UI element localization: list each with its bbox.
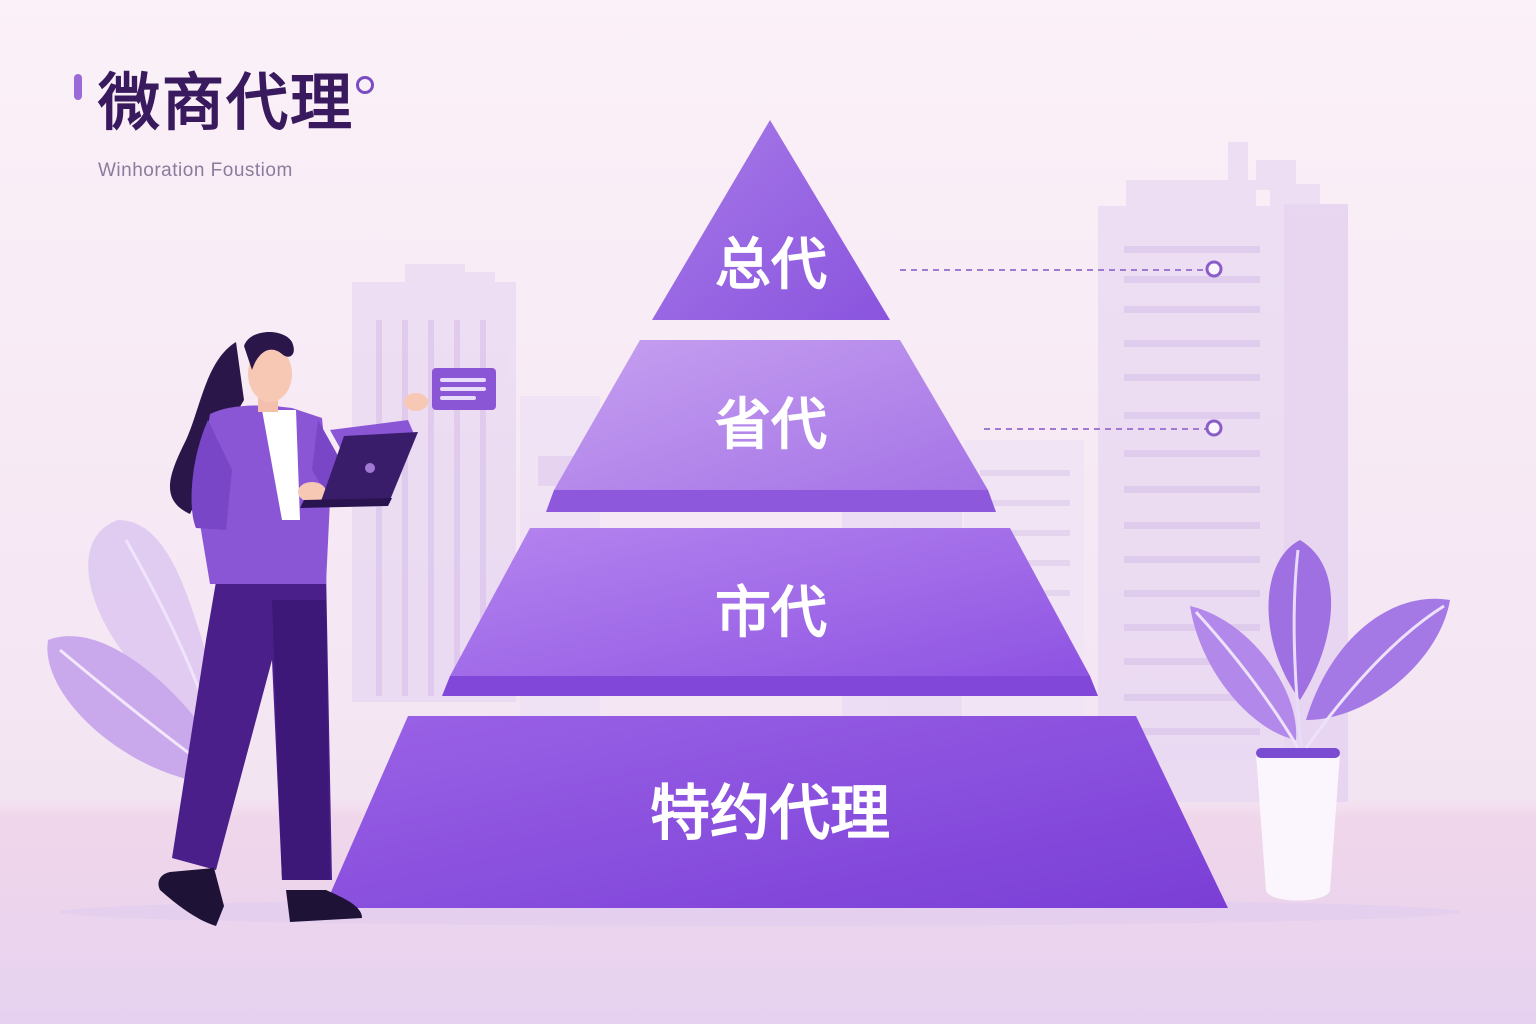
pyramid [324, 120, 1228, 908]
pyramid-label-3: 市代 [715, 581, 827, 646]
connector-dot-icon [1205, 419, 1223, 437]
plant-icon [1190, 540, 1450, 901]
pyramid-level-4 [324, 716, 1228, 908]
brand-title: 微商代理 [98, 66, 355, 139]
pyramid-level-2 [554, 340, 988, 490]
laptop-icon [300, 432, 418, 508]
pyramid-label-4: 特约代理 [650, 779, 890, 849]
pyramid-level-2-ledge [546, 490, 996, 512]
brand-header: 微商代理 Winhoration Foustiom [74, 66, 374, 182]
pyramid-label-2: 省代 [715, 393, 827, 458]
connector-lines [900, 260, 1223, 437]
accent-dot-icon [356, 76, 374, 94]
pyramid-label-1: 总代 [715, 233, 827, 298]
accent-bar [74, 74, 82, 100]
pyramid-level-3 [450, 528, 1090, 676]
pyramid-level-1 [652, 120, 890, 320]
card-icon [432, 368, 496, 410]
pyramid-level-3-ledge [442, 676, 1098, 696]
connector-dot-icon [1205, 260, 1223, 278]
brand-subtitle: Winhoration Foustiom [98, 160, 293, 181]
